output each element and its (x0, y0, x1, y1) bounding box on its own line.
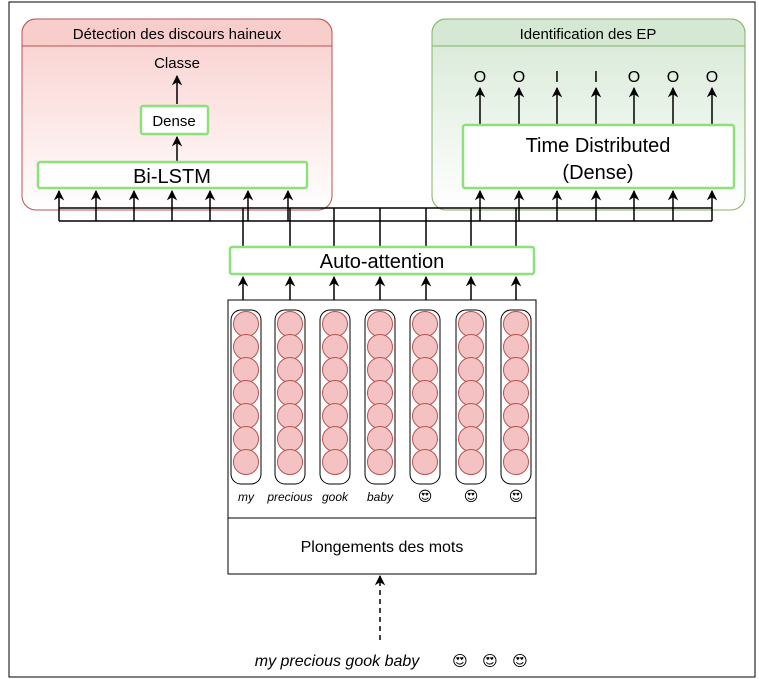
bilstm-label: Bi-LSTM (133, 166, 211, 188)
embedding-unit (503, 426, 529, 452)
token-label: my (238, 490, 255, 504)
embedding-unit (233, 334, 259, 360)
ep-identification-panel: Identification des EP O O I I O O O Time Distr… (431, 18, 746, 211)
embedding-unit (458, 357, 484, 383)
embedding-unit (233, 357, 259, 383)
embedding-unit (458, 449, 484, 475)
embedding-unit (322, 403, 348, 429)
embedding-unit (277, 380, 303, 406)
token-label: baby (367, 490, 394, 504)
embeddings-label: Plongements des mots (301, 539, 464, 556)
input-sentence-text: my precious gook baby (255, 653, 421, 670)
auto-attention-box (228, 245, 536, 276)
bilstm-box (36, 160, 309, 190)
class-output-label: Classe (154, 55, 200, 72)
connections (53, 189, 718, 310)
output-tag: O (628, 69, 640, 86)
embedding-unit (322, 426, 348, 452)
embedding-unit (503, 357, 529, 383)
dense-box (139, 104, 210, 136)
time-distributed-label-line2: (Dense) (562, 162, 633, 184)
embedding-unit (412, 334, 438, 360)
embedding-unit (503, 449, 529, 475)
output-tag: O (667, 69, 679, 86)
embedding-unit (277, 357, 303, 383)
embedding-unit (458, 403, 484, 429)
token-label: 😍 (509, 488, 524, 504)
token-label: 😍 (464, 488, 479, 504)
embedding-unit (277, 311, 303, 337)
embedding-unit (322, 311, 348, 337)
embedding-unit (458, 426, 484, 452)
right-panel-title: Identification des EP (520, 26, 657, 43)
embedding-unit (367, 426, 393, 452)
input-emoji-3: 😍 (512, 653, 528, 670)
embedding-unit (367, 334, 393, 360)
token-label: precious (266, 490, 312, 504)
embedding-unit (277, 403, 303, 429)
embedding-unit (503, 311, 529, 337)
embedding-unit (277, 449, 303, 475)
embedding-unit (367, 449, 393, 475)
embedding-unit (277, 334, 303, 360)
embedding-unit (412, 311, 438, 337)
input-emoji-2: 😍 (482, 653, 498, 670)
embedding-unit (412, 426, 438, 452)
embedding-unit (233, 311, 259, 337)
embedding-unit (412, 380, 438, 406)
output-tag: I (555, 69, 559, 86)
embedding-unit (412, 449, 438, 475)
embedding-unit (367, 357, 393, 383)
embedding-unit (503, 380, 529, 406)
hate-speech-detection-panel: Détection des discours haineux Classe De… (21, 18, 333, 211)
time-distributed-box (461, 123, 736, 190)
page-frame (8, 1, 756, 678)
auto-attention-label: Auto-attention (320, 251, 445, 273)
token-label: gook (322, 490, 349, 504)
embedding-unit (322, 357, 348, 383)
token-label: 😍 (418, 488, 433, 504)
output-tag: O (706, 69, 718, 86)
output-tag: O (474, 69, 486, 86)
embedding-unit (458, 334, 484, 360)
time-distributed-label-line1: Time Distributed (526, 135, 671, 157)
embedding-unit (367, 311, 393, 337)
embedding-unit (322, 449, 348, 475)
left-panel-header (21, 18, 333, 47)
embedding-unit (322, 380, 348, 406)
embedding-unit (233, 426, 259, 452)
embedding-unit (367, 403, 393, 429)
input-emoji-1: 😍 (452, 653, 468, 670)
embedding-unit (233, 380, 259, 406)
embedding-unit (503, 403, 529, 429)
embedding-unit (503, 334, 529, 360)
embedding-unit (322, 334, 348, 360)
word-embedding-columns: my precious gook baby 😍 😍 😍 (230, 309, 532, 504)
embedding-unit (233, 403, 259, 429)
embedding-unit (412, 403, 438, 429)
left-panel-title: Détection des discours haineux (73, 26, 282, 43)
embedding-unit (458, 311, 484, 337)
embedding-unit (367, 380, 393, 406)
embedding-unit (233, 449, 259, 475)
embedding-unit (458, 380, 484, 406)
output-tag: I (594, 69, 598, 86)
dense-label: Dense (152, 113, 195, 130)
output-tag: O (513, 69, 525, 86)
right-panel-header (431, 18, 746, 47)
embedding-unit (412, 357, 438, 383)
embedding-unit (277, 426, 303, 452)
